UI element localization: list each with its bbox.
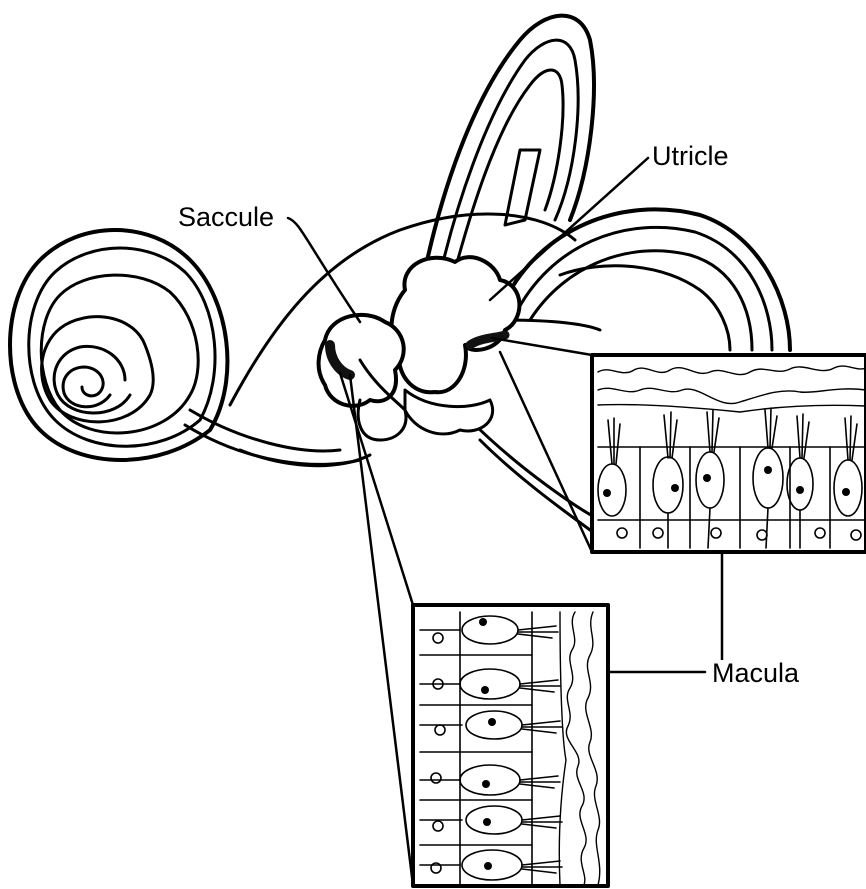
cochlea [10, 230, 227, 460]
utricle-inset-frame [592, 355, 866, 552]
utricle-macula-inset [592, 355, 866, 552]
saccule-inset-frame [413, 605, 608, 886]
saccule-label: Saccule [176, 204, 276, 231]
macula-label: Macula [710, 660, 801, 687]
saccule-macula-inset [413, 605, 608, 886]
utricle [392, 257, 520, 392]
utricle-label: Utricle [650, 143, 731, 170]
saccule-callout-line [288, 218, 360, 322]
vestibule-lobe [405, 390, 493, 434]
saccule [319, 315, 406, 440]
